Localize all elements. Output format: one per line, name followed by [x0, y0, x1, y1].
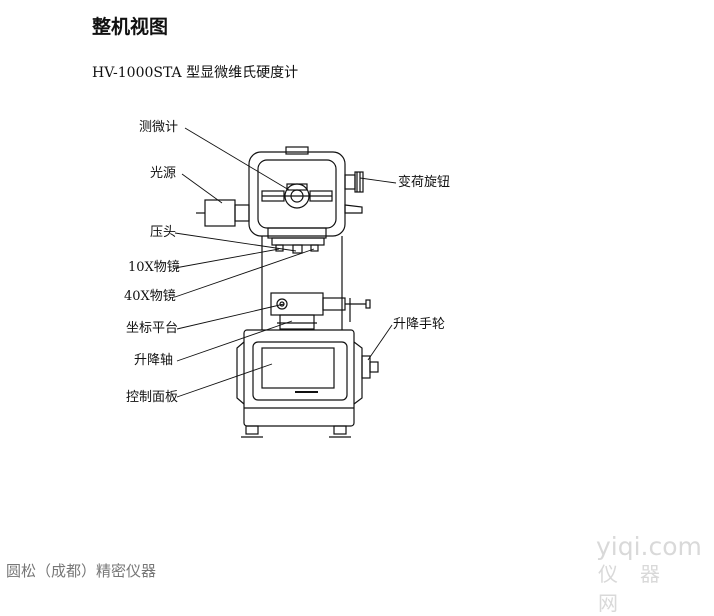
micrometer-top [286, 183, 308, 191]
label-micrometer: 测微计 [139, 120, 178, 135]
lift-shaft [279, 314, 315, 330]
control-panel-screen [261, 347, 335, 389]
leader-lines [174, 127, 397, 398]
head-top-cap [285, 146, 309, 155]
footer-company: 圆松（成都）精密仪器 [6, 562, 157, 580]
page-subtitle: HV-1000STA 型显微维氏硬度计 [92, 65, 299, 81]
leader-micrometer [184, 127, 290, 191]
foot-right [333, 425, 347, 435]
leader-indenter [174, 232, 297, 252]
objective-ring [271, 237, 325, 246]
label-objective-40x: 40X物镜 [124, 289, 176, 304]
lift-handwheel-knob [369, 361, 379, 373]
load-knob-grip [354, 171, 364, 193]
label-light-source: 光源 [150, 166, 176, 181]
leader-control-panel [176, 363, 273, 398]
leader-lift-shaft [176, 320, 293, 362]
watermark-site: yiqi.com [596, 532, 702, 561]
base-right-side [353, 341, 363, 405]
load-knob-body [344, 174, 356, 190]
stage-micrometer-knob [276, 298, 288, 310]
hardness-tester-diagram: 测微计 光源 压头 10X物镜 40X物镜 坐标平台 升降轴 控制面板 变荷旋钮… [124, 120, 450, 438]
leader-light-source [181, 173, 223, 204]
base-left-side [236, 341, 245, 405]
leader-stage [176, 303, 285, 330]
head-housing [248, 151, 346, 237]
objective-40x [310, 244, 319, 252]
leader-lift-handwheel [367, 324, 393, 361]
label-indenter: 压头 [150, 225, 176, 240]
watermark-brand: 仪器网 [598, 562, 682, 615]
leader-objective-40x [174, 248, 315, 298]
label-lift-shaft: 升降轴 [134, 353, 173, 368]
label-load-knob: 变荷旋钮 [398, 174, 450, 190]
side-lever [344, 204, 363, 214]
label-control-panel: 控制面板 [126, 390, 178, 405]
coordinate-stage [270, 292, 324, 316]
foot-left [245, 425, 259, 435]
leader-load-knob [359, 177, 397, 184]
label-objective-10x: 10X物镜 [128, 260, 180, 275]
label-lift-handwheel: 升降手轮 [393, 317, 445, 332]
page-title: 整机视图 [92, 16, 169, 38]
leader-objective-10x [174, 248, 280, 269]
base-body [243, 329, 355, 427]
stage-spindle-end [365, 299, 371, 309]
indenter-tip [292, 244, 303, 254]
light-source-housing [204, 199, 236, 227]
label-stage: 坐标平台 [126, 321, 178, 336]
light-source-tube [234, 204, 250, 222]
machine-drawing [196, 146, 379, 438]
head-inner-frame [257, 159, 337, 229]
